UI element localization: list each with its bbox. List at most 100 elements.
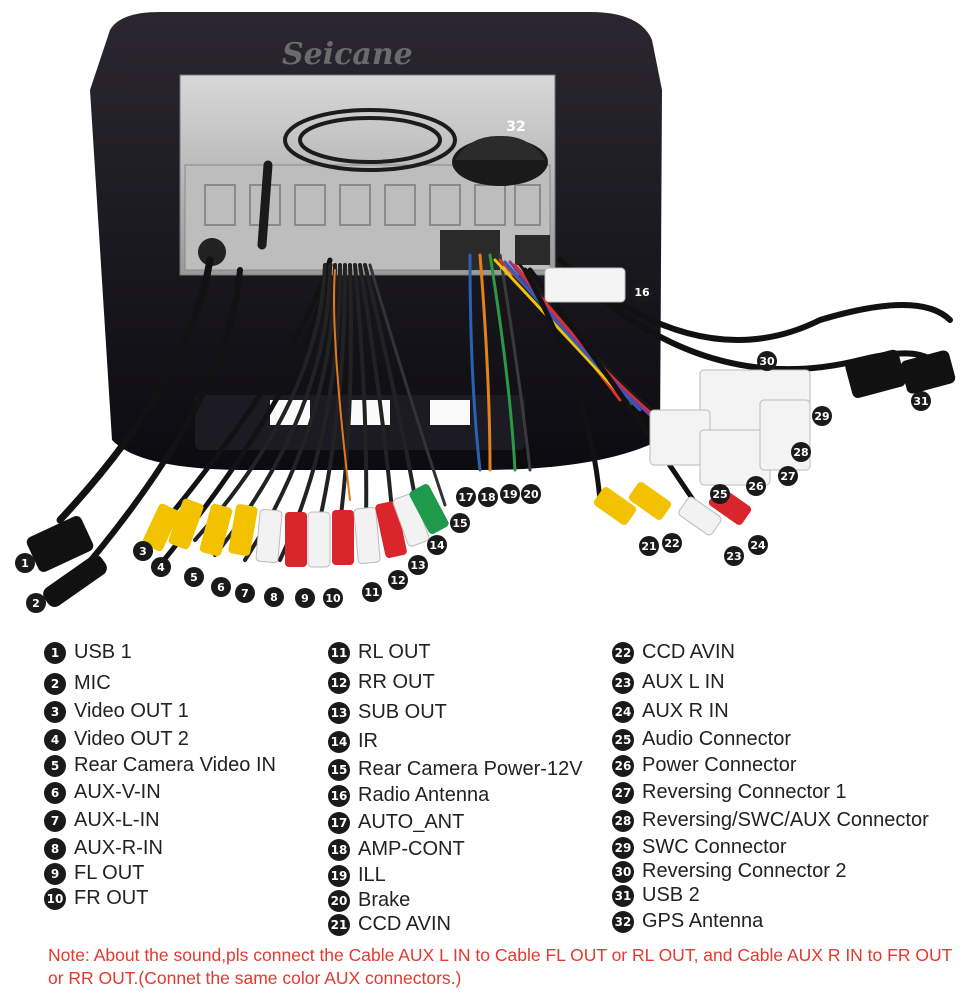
svg-text:16: 16 [634,286,650,299]
legend-label: Video OUT 2 [74,728,189,750]
svg-text:32: 32 [506,119,525,135]
callout-marker-14: 14 [427,535,447,555]
svg-text:5: 5 [190,571,198,584]
svg-text:24: 24 [750,539,766,552]
gps-antenna [283,108,548,186]
svg-text:3: 3 [139,545,147,558]
callout-marker-29: 29 [812,406,832,426]
legend-item: 31 USB 2 [612,884,700,907]
legend-label: FL OUT [74,862,145,884]
callout-marker-10: 10 [323,588,343,608]
brand-watermark: Seicane [282,37,413,72]
callout-marker-21: 21 [639,536,659,556]
legend-number-badge: 24 [612,700,634,723]
legend-number-badge: 28 [612,809,634,832]
legend-number-badge: 8 [44,837,66,860]
legend-item: 17 AUTO_ANT [328,811,464,834]
callout-marker-30: 30 [757,351,777,371]
legend-number-badge: 26 [612,754,634,777]
legend-item: 14 IR [328,730,378,753]
callout-marker-12: 12 [388,570,408,590]
svg-text:30: 30 [759,355,775,368]
callout-marker-9: 9 [295,588,315,608]
callout-marker-26: 26 [746,476,766,496]
callout-marker-24: 24 [748,535,768,555]
legend-label: Video OUT 1 [74,700,189,722]
legend-number-badge: 12 [328,671,350,694]
legend-number-badge: 11 [328,641,350,664]
callout-marker-17: 17 [456,487,476,507]
legend-label: Radio Antenna [358,784,490,806]
legend-label: IR [358,730,378,752]
legend-number-badge: 31 [612,884,634,907]
legend-label: CCD AVIN [642,641,735,663]
legend-label: RR OUT [358,671,435,693]
callout-marker-20: 20 [521,484,541,504]
svg-text:10: 10 [325,592,341,605]
legend-label: AUTO_ANT [358,811,465,833]
callout-marker-7: 7 [235,583,255,603]
svg-text:1: 1 [21,557,29,570]
callout-marker-11: 11 [362,582,382,602]
svg-text:2: 2 [32,597,40,610]
svg-text:18: 18 [480,491,495,504]
legend-number-badge: 27 [612,781,634,804]
svg-text:8: 8 [270,591,278,604]
svg-text:22: 22 [664,537,679,550]
legend-item: 12 RR OUT [328,671,435,694]
legend-label: AMP-CONT [358,838,465,860]
legend-item: 3 Video OUT 1 [44,700,189,723]
legend-item: 27 Reversing Connector 1 [612,781,847,804]
mic-plug [43,555,107,607]
legend-label: AUX R IN [642,700,729,722]
legend-label: RL OUT [358,641,431,663]
svg-text:6: 6 [217,581,225,594]
legend-label: USB 2 [642,884,700,906]
svg-text:17: 17 [458,491,473,504]
legend-label: Reversing Connector 1 [642,781,847,803]
callout-marker-1: 1 [15,553,35,573]
callout-marker-4: 4 [151,557,171,577]
legend-item: 9 FL OUT [44,862,144,885]
legend-number-badge: 10 [44,887,66,910]
svg-text:7: 7 [241,587,249,600]
legend-number-badge: 17 [328,811,350,834]
rca-plugs-left [142,484,449,568]
svg-text:13: 13 [410,559,425,572]
svg-text:12: 12 [390,574,405,587]
callout-marker-27: 27 [778,466,798,486]
svg-text:27: 27 [780,470,795,483]
legend-item: 11 RL OUT [328,641,431,664]
legend-number-badge: 7 [44,809,66,832]
svg-text:19: 19 [502,488,517,501]
legend-number-badge: 5 [44,754,66,777]
svg-text:28: 28 [793,446,808,459]
wiring-diagram-image: Seicane [15,12,956,613]
legend-item: 26 Power Connector [612,754,797,777]
legend-number-badge: 14 [328,730,350,753]
legend-number-badge: 9 [44,862,66,885]
legend-number-badge: 2 [44,672,66,695]
callout-marker-8: 8 [264,587,284,607]
callout-marker-2: 2 [26,593,46,613]
legend-number-badge: 3 [44,700,66,723]
legend-label: AUX-L-IN [74,809,160,831]
radio-antenna-plug [544,267,626,303]
svg-text:23: 23 [726,550,741,563]
legend-label: Power Connector [642,754,797,776]
legend-number-badge: 20 [328,889,350,912]
svg-text:4: 4 [157,561,165,574]
svg-text:29: 29 [814,410,829,423]
legend-label: Rear Camera Power-12V [358,758,583,780]
